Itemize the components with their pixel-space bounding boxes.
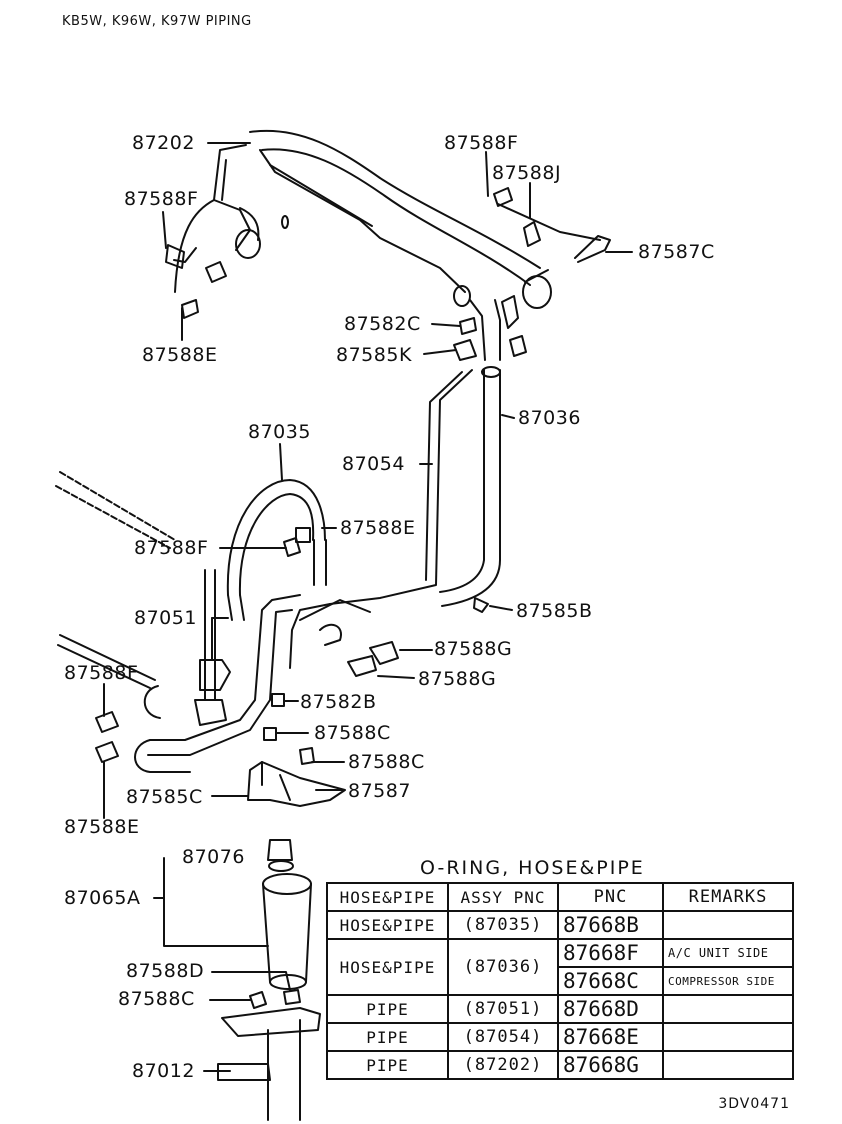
cell-part: HOSE&PIPE [326,910,449,940]
cell-remarks [662,1050,794,1080]
pipe-upper-left [213,144,251,251]
cell-remarks: A/C UNIT SIDE [662,938,794,968]
header-hose-pipe: HOSE&PIPE [326,882,449,912]
cell-remarks [662,994,794,1024]
cell-pnc: 87668F [557,938,664,968]
label-87588g: 87588G [434,638,513,660]
label-87587c: 87587C [638,241,715,263]
bracket-87012 [221,1007,321,1037]
drawing-code: 3DV0471 [718,1096,790,1112]
label-87588j: 87588J [492,162,562,184]
label-87585k: 87585K [336,344,412,366]
label-87012: 87012 [132,1060,195,1082]
hose-87035 [226,479,326,596]
cell-part: PIPE [326,994,449,1024]
label-87588d: 87588D [126,960,205,982]
bracket-87587 [247,761,346,807]
label-87588f: 87588F [64,662,139,684]
label-87036: 87036 [518,407,581,429]
label-87065a: 87065A [64,887,141,909]
label-87585b: 87585B [516,600,593,622]
hose-upper-87202 [249,129,541,269]
diagram-header: KB5W, K96W, K97W PIPING [62,14,252,29]
label-87582c: 87582C [344,313,421,335]
label-87588f: 87588F [124,188,199,210]
label-87588e: 87588E [340,517,416,539]
compressor-body [55,471,176,549]
cell-part: PIPE [326,1050,449,1080]
table-row: PIPE (87051) 87668D [326,994,794,1024]
label-87588g: 87588G [418,668,497,690]
receiver-drier-87065a [262,873,312,895]
label-87582b: 87582B [300,691,377,713]
hose-87036 [439,369,485,593]
label-87588f: 87588F [134,537,209,559]
header-remarks: REMARKS [662,882,794,912]
label-87587: 87587 [348,780,411,802]
label-87588e: 87588E [64,816,140,838]
cell-assy: (87036) [447,938,559,996]
label-87588c: 87588C [348,751,425,773]
label-87588c: 87588C [118,988,195,1010]
label-87202: 87202 [132,132,195,154]
label-87585c: 87585C [126,786,203,808]
cell-pnc: 87668G [557,1050,664,1080]
header-assy-pnc: ASSY PNC [447,882,559,912]
table-row: HOSE&PIPE (87036) 87668F A/C UNIT SIDE [326,938,794,996]
label-87076: 87076 [182,846,245,868]
cell-part: HOSE&PIPE [326,938,449,996]
cell-assy: (87035) [447,910,559,940]
label-87054: 87054 [342,453,405,475]
cell-pnc: 87668B [557,910,664,940]
drier-cap-87076 [267,839,293,861]
label-87588e: 87588E [142,344,218,366]
cell-pnc: 87668C [557,966,664,996]
label-87588f: 87588F [444,132,519,154]
cell-remarks: COMPRESSOR SIDE [662,966,794,996]
table-row: PIPE (87054) 87668E [326,1022,794,1052]
table-row: 87668C COMPRESSOR SIDE [327,966,794,996]
cell-pnc: 87668E [557,1022,664,1052]
cell-remarks [662,910,794,940]
table-row: PIPE (87202) 87668G [326,1050,794,1080]
label-87051: 87051 [134,607,197,629]
cell-part: PIPE [326,1022,449,1052]
pipe-87051 [149,594,301,741]
label-87588c: 87588C [314,722,391,744]
label-87035: 87035 [248,421,311,443]
cell-assy: (87202) [447,1050,559,1080]
cell-pnc: 87668D [557,994,664,1024]
table-title: O-RING, HOSE&PIPE [420,857,645,879]
cell-remarks [662,1022,794,1052]
cell-assy: (87054) [447,1022,559,1052]
pipe-87054 [329,369,473,605]
cell-assy: (87051) [447,994,559,1024]
table-row: HOSE&PIPE (87035) 87668B [326,910,794,940]
oring-table: HOSE&PIPE ASSY PNC PNC REMARKS HOSE&PIPE… [326,882,794,1080]
table-header-row: HOSE&PIPE ASSY PNC PNC REMARKS [326,882,794,912]
header-pnc: PNC [557,882,664,912]
